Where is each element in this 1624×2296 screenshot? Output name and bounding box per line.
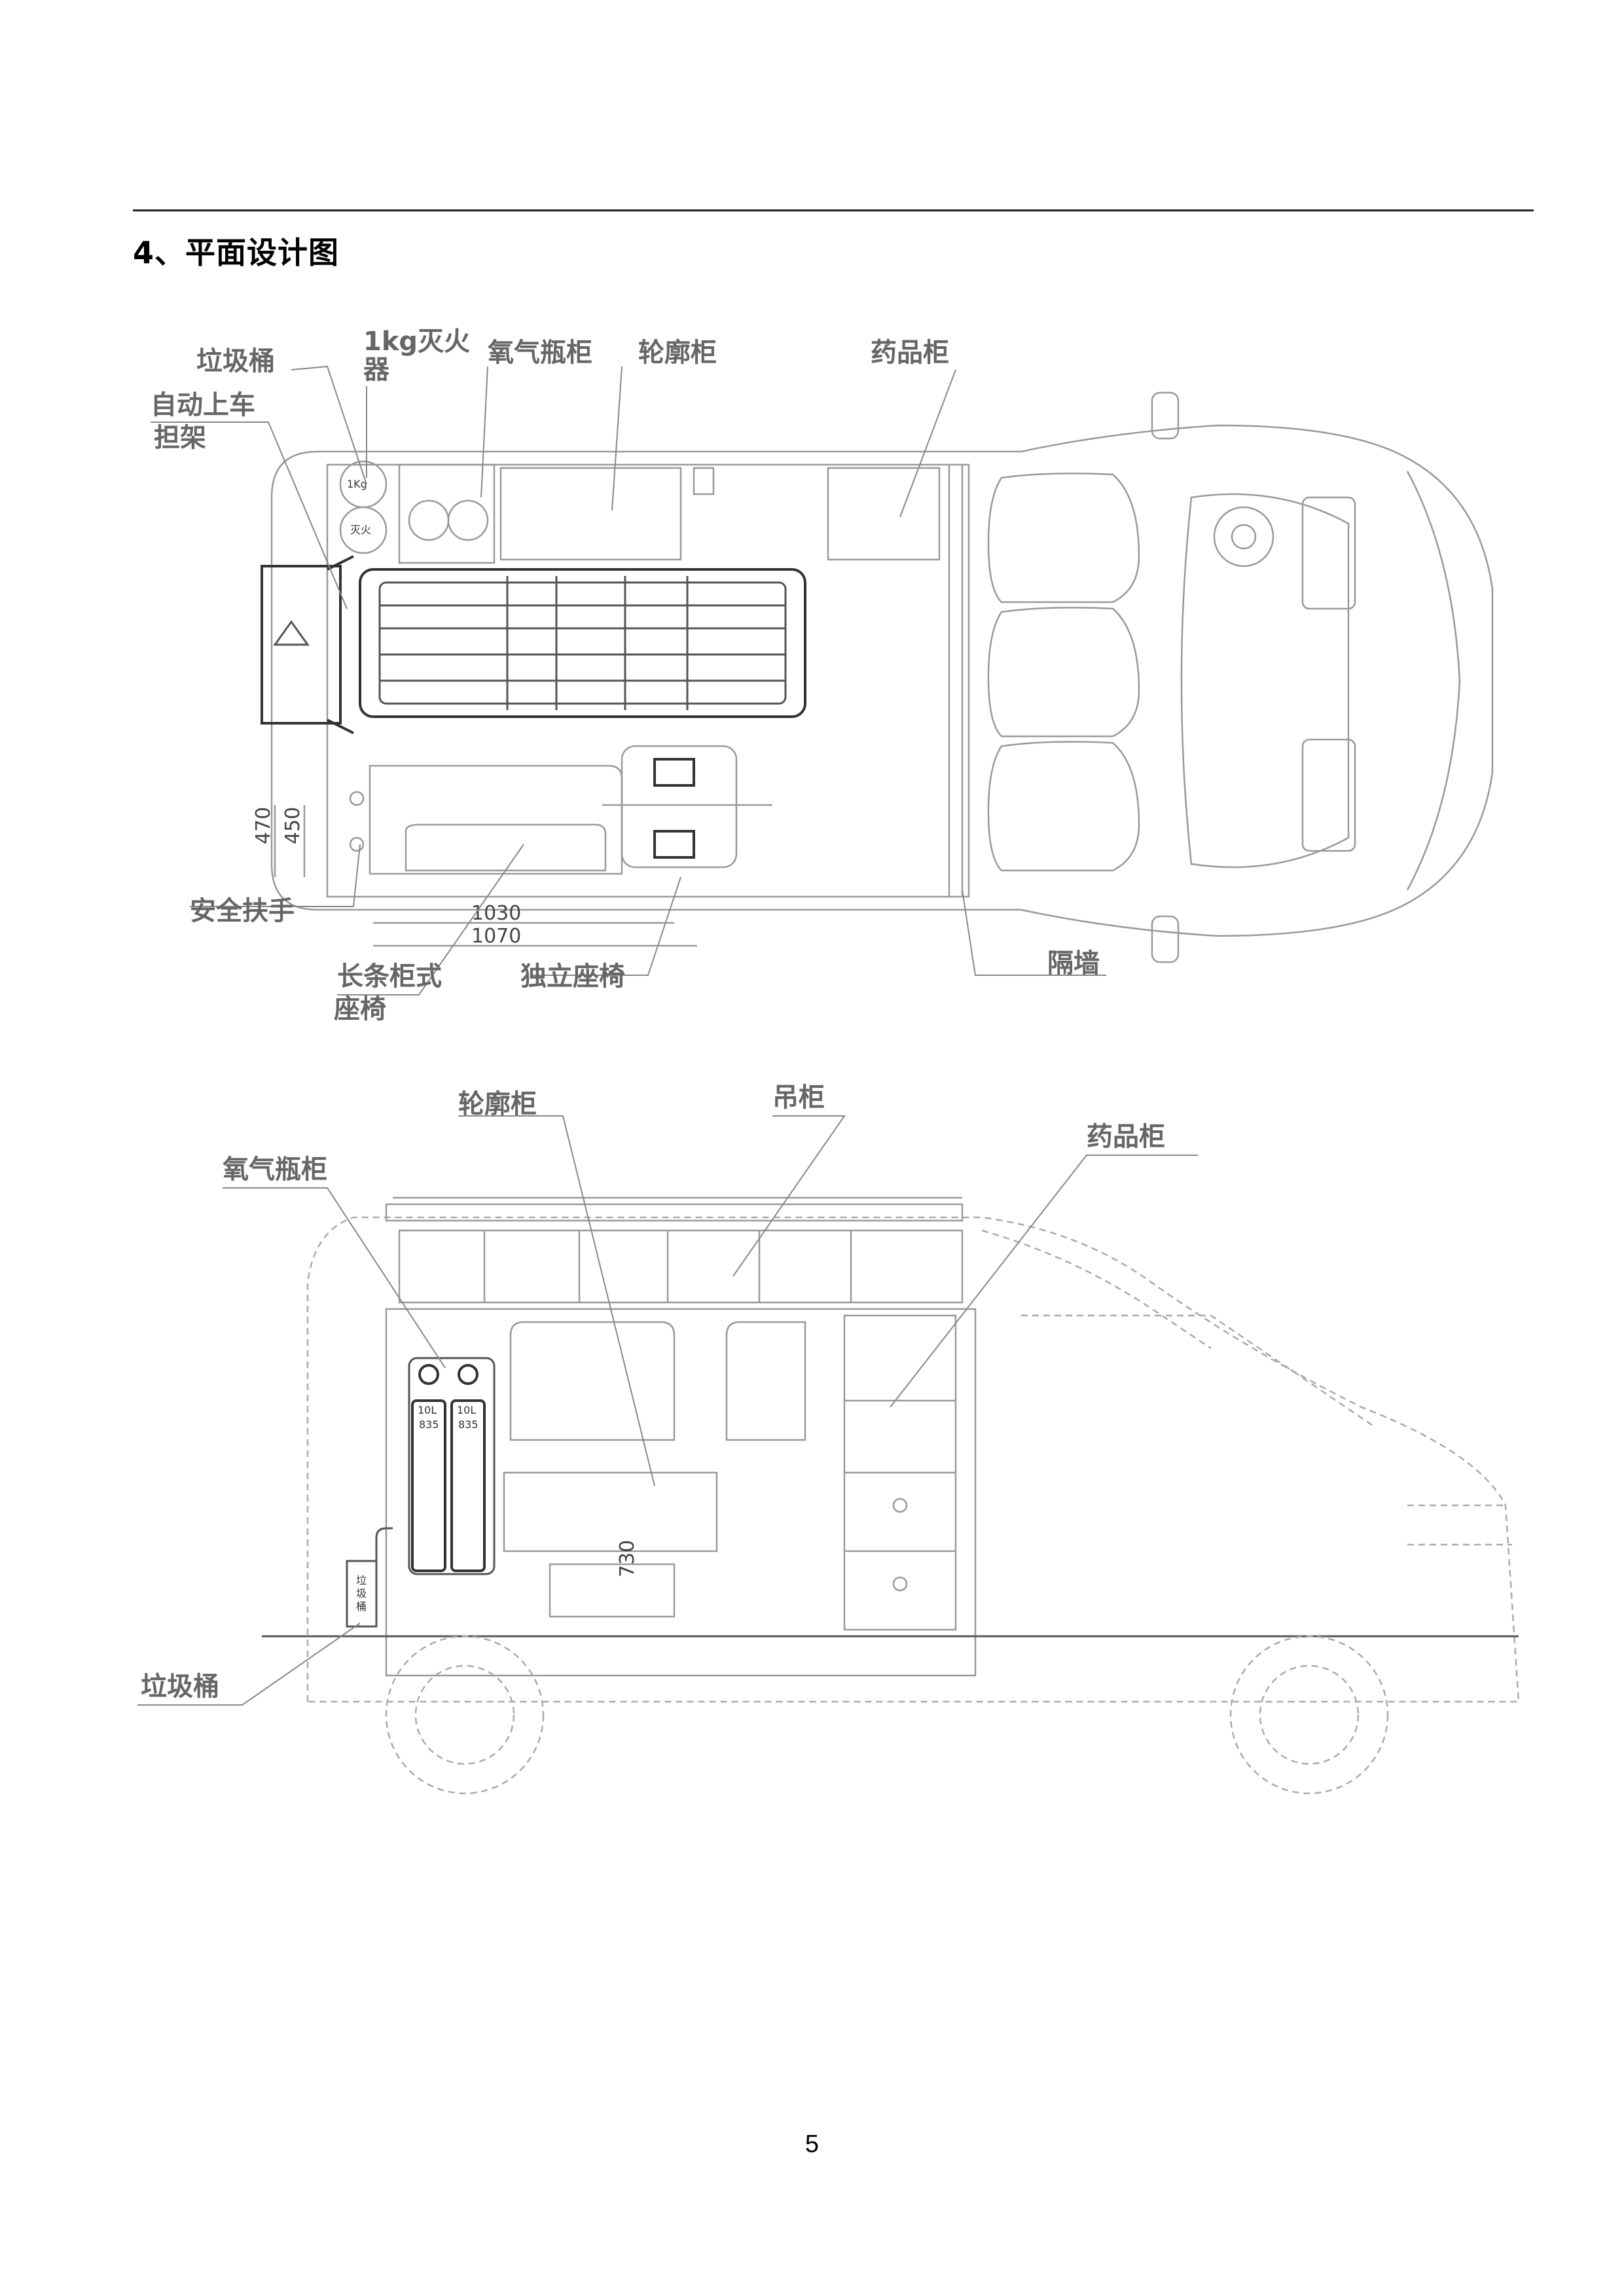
plan-label-extinguisher-2: 器 [363,355,390,385]
bin-text-1: 垃 [356,1574,367,1587]
plan-label-stretcher-1: 自动上车 [151,390,255,420]
cylinder-volume-1: 10L [418,1404,437,1416]
side-label-medicine-cabinet: 药品柜 [1087,1122,1165,1152]
side-label-oxygen-cabinet: 氧气瓶柜 [223,1155,327,1185]
plan-label-single-seat: 独立座椅 [520,961,625,992]
plan-label-wheel-arch-cabinet: 轮廓柜 [638,338,717,368]
plan-label-partition: 隔墙 [1047,948,1100,978]
extinguisher-tag-2: 灭火 [350,524,371,536]
cylinder-code-1: 835 [419,1418,439,1431]
header-rule [133,209,1534,211]
dim-470: 470 [252,807,275,844]
bin-text-3: 桶 [356,1600,367,1613]
dim-1070: 1070 [471,925,521,948]
side-view: 10L 10L 835 835 垃 圾 桶 730 轮廓柜 吊柜 药品柜 氧气瓶… [137,1083,1520,1795]
cylinder-code-2: 835 [458,1418,478,1431]
plan-label-bench-1: 长条柜式 [337,961,442,992]
plan-label-safety-handrail: 安全扶手 [190,896,295,926]
side-label-hanging-cabinet: 吊柜 [772,1083,825,1113]
section-title: 4、平面设计图 [133,235,340,270]
bin-text-2: 圾 [356,1587,367,1600]
side-label-wheel-arch-cabinet: 轮廓柜 [458,1089,537,1119]
plan-label-trash-bin: 垃圾桶 [196,346,275,376]
extinguisher-tag: 1Kg [347,478,367,490]
plan-view: 1Kg 灭火 470 450 1030 1070 [151,327,1494,1024]
dim-1030: 1030 [471,902,521,925]
plan-label-extinguisher-1: 1kg灭火 [363,327,470,357]
dim-730: 730 [616,1540,639,1577]
page-number: 5 [804,2130,820,2158]
plan-label-bench-2: 座椅 [334,994,386,1024]
side-label-trash-bin: 垃圾桶 [141,1672,219,1702]
cylinder-volume-2: 10L [457,1404,476,1416]
dim-450: 450 [281,807,304,844]
plan-label-oxygen-cabinet: 氧气瓶柜 [488,338,592,368]
plan-label-stretcher-2: 担架 [154,423,206,453]
plan-label-medicine-cabinet: 药品柜 [871,338,949,368]
